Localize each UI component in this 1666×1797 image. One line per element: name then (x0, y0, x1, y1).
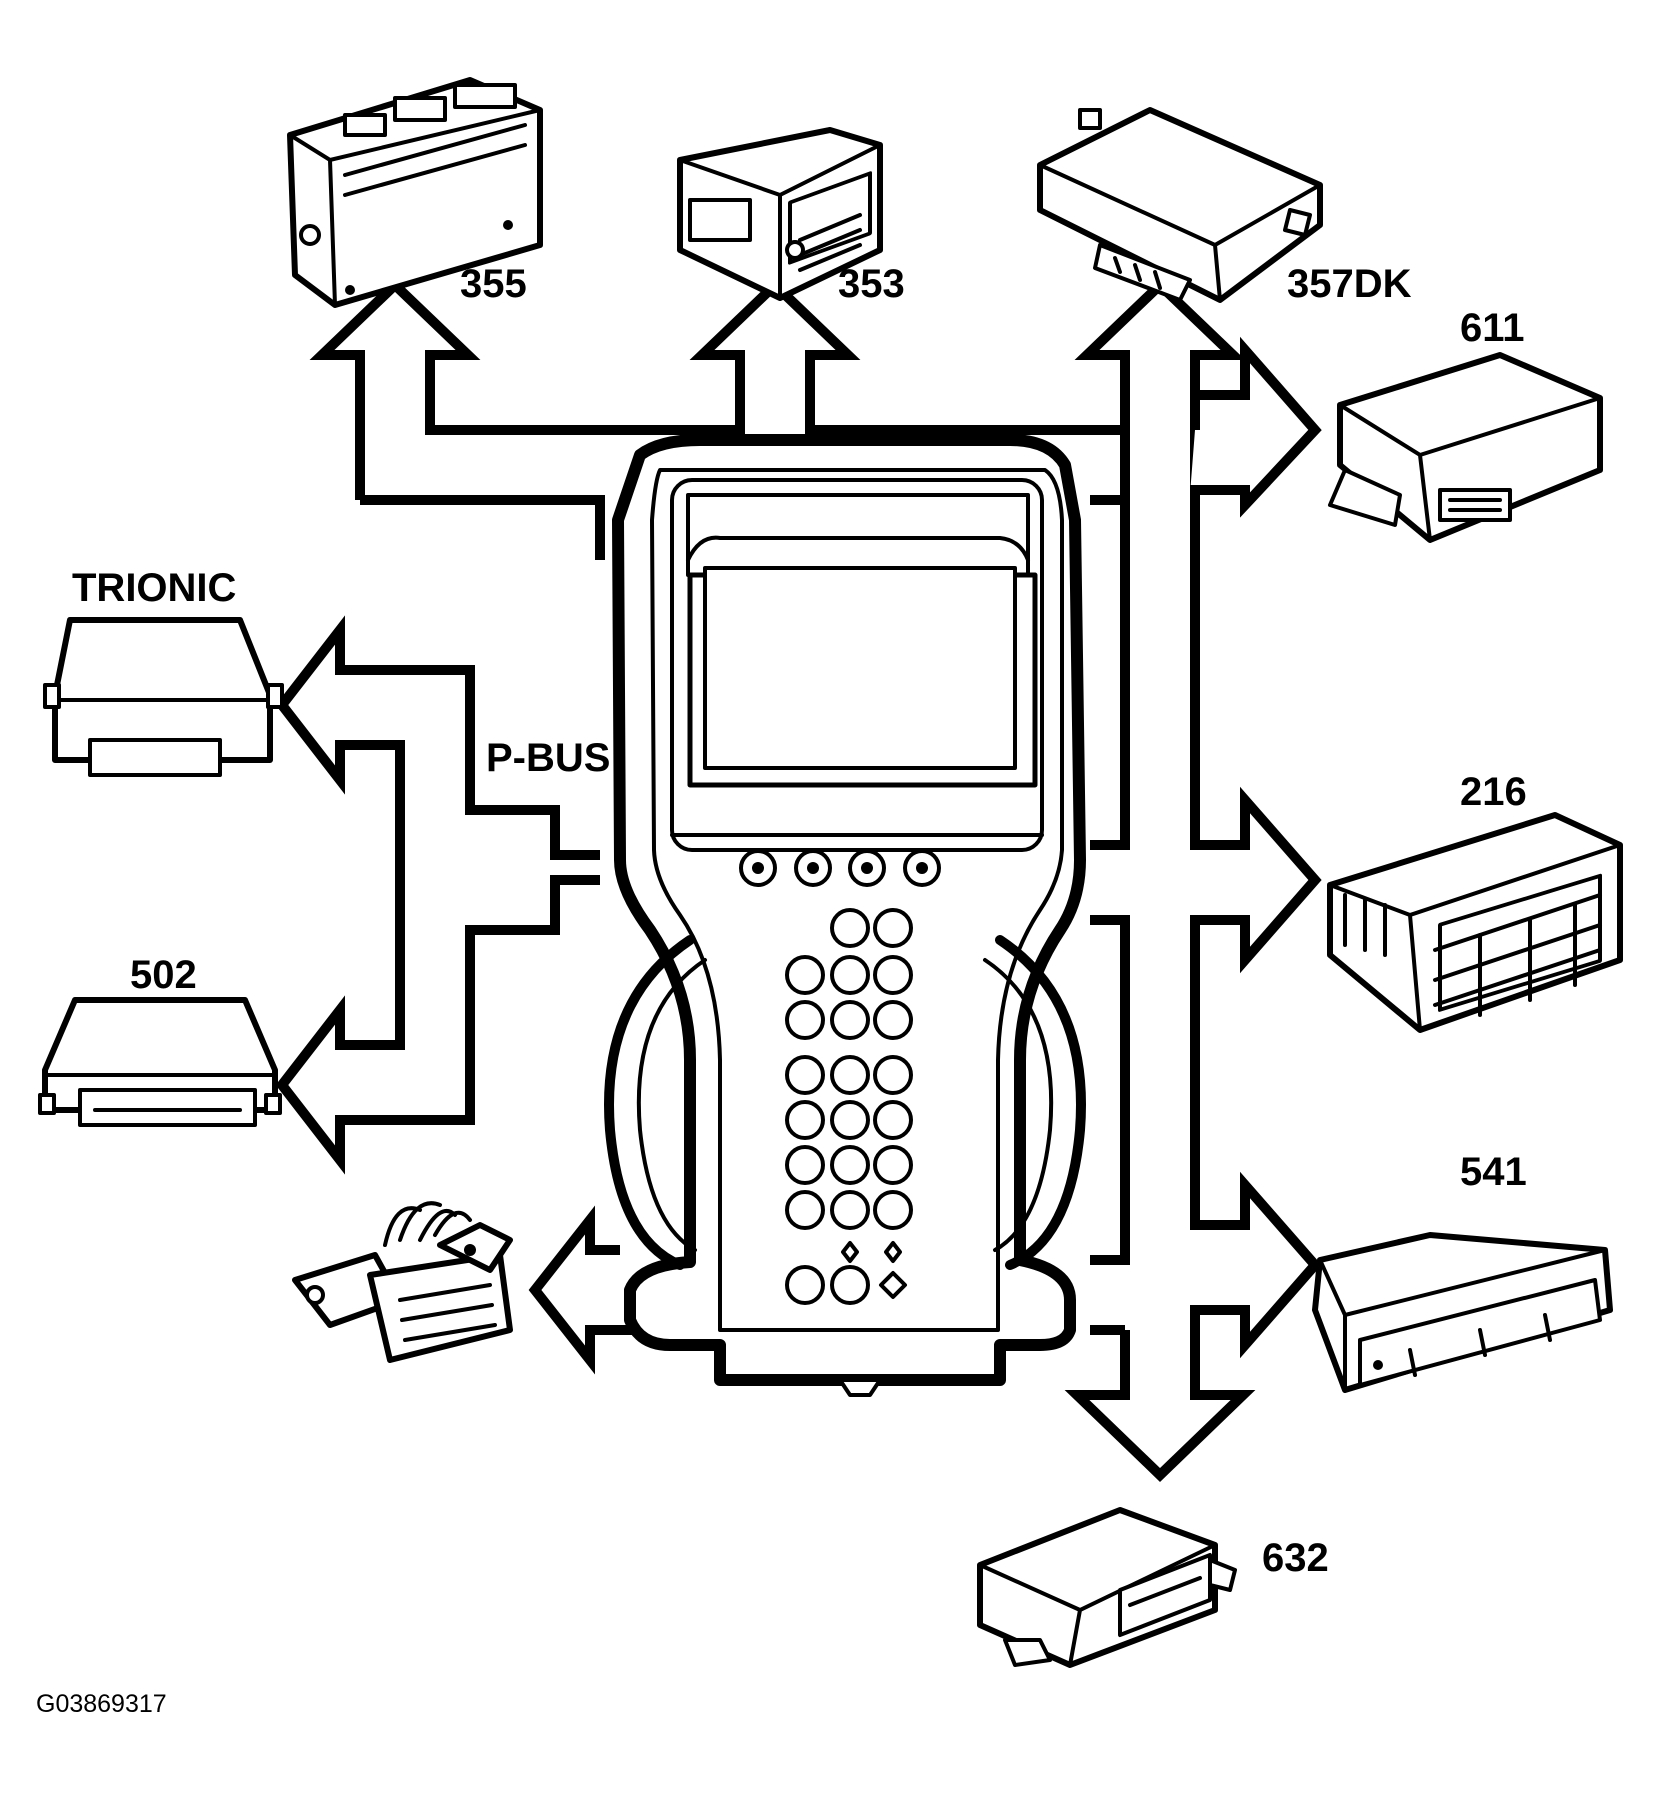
soft-keys (739, 849, 941, 887)
keypad (785, 908, 913, 1305)
label-357dk: 357DK (1287, 262, 1412, 306)
label-p-bus: P-BUS (486, 736, 611, 780)
label-541: 541 (1460, 1150, 1527, 1194)
label-611: 611 (1460, 306, 1525, 350)
arrow-to-obd (528, 1205, 640, 1375)
arrow-to-trionic (275, 615, 600, 1175)
label-355: 355 (460, 262, 527, 306)
module-216-icon (1327, 812, 1623, 1033)
label-216: 216 (1460, 770, 1527, 814)
module-541-icon (1312, 1232, 1613, 1393)
figure-reference: G03869317 (36, 1690, 167, 1718)
module-611-icon (1328, 352, 1603, 543)
label-632: 632 (1262, 1536, 1329, 1580)
module-353-icon (677, 127, 883, 301)
label-502: 502 (130, 953, 197, 997)
obd-connector-icon (292, 1201, 513, 1363)
module-357dk-icon (1037, 107, 1323, 303)
scan-tool (604, 434, 1086, 1397)
module-355-icon (287, 77, 543, 308)
module-trionic-icon (43, 617, 284, 777)
module-632-icon (977, 1507, 1237, 1668)
label-trionic: TRIONIC (72, 566, 237, 610)
module-502-icon (38, 997, 282, 1127)
label-353: 353 (838, 262, 905, 306)
